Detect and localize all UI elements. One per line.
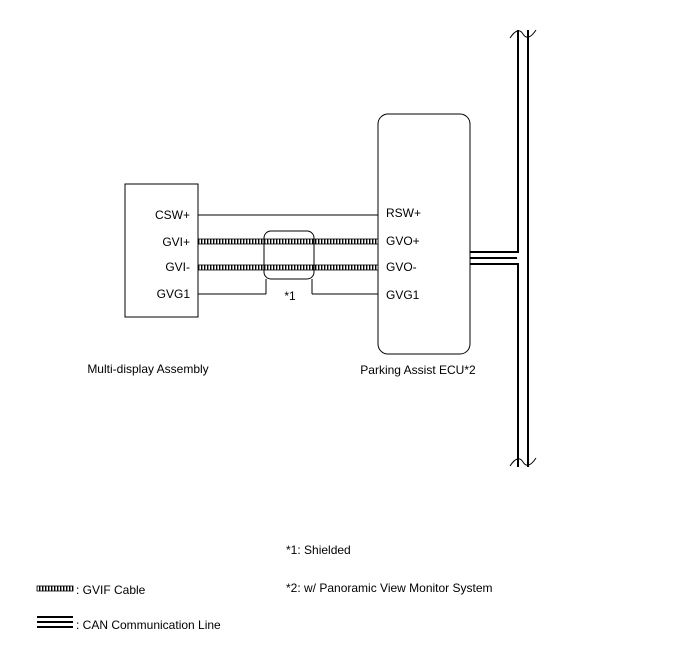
gvif-cable-plus [197, 238, 379, 245]
pin-csw-plus: CSW+ [155, 208, 190, 222]
can-bus-trunk [509, 29, 537, 467]
multi-display-label: Multi-display Assembly [87, 362, 208, 376]
can-branch [470, 251, 528, 265]
note-panoramic: *2: w/ Panoramic View Monitor System [286, 581, 493, 595]
pin-gvg1-right: GVG1 [386, 288, 420, 302]
pin-gvi-minus: GVI- [165, 260, 190, 274]
pin-gvo-plus: GVO+ [386, 234, 420, 248]
note-shielded: *1: Shielded [286, 543, 351, 557]
pin-gvg1-left: GVG1 [157, 287, 191, 301]
gvif-legend-swatch [36, 585, 74, 592]
parking-ecu-box [377, 113, 471, 355]
multi-display-box [124, 183, 199, 318]
gvif-legend-label: : GVIF Cable [76, 583, 146, 597]
parking-ecu-label: Parking Assist ECU*2 [360, 363, 476, 377]
pin-gvi-plus: GVI+ [162, 235, 190, 249]
can-legend-swatch [37, 616, 73, 628]
shield-label: *1 [284, 289, 296, 303]
gvif-cable-minus [197, 264, 379, 271]
can-legend-label: : CAN Communication Line [76, 618, 221, 632]
pin-gvo-minus: GVO- [386, 260, 417, 274]
pin-rsw-plus: RSW+ [386, 206, 421, 220]
shield-outline [263, 230, 315, 280]
